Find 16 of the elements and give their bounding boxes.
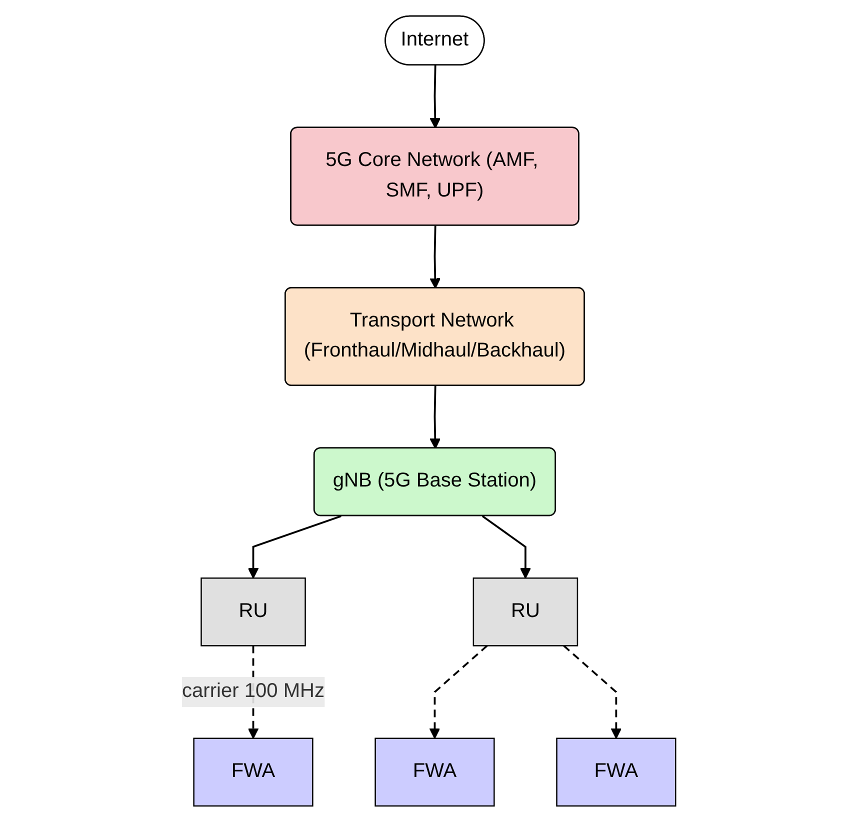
arrow	[430, 385, 441, 449]
arrow	[429, 644, 488, 738]
process-box: Transport Network (Fronthaul/Midhaul/Backhaul)	[284, 286, 586, 386]
arrow	[563, 644, 622, 738]
arrow	[482, 514, 532, 578]
ellipse-node: Internet	[384, 14, 485, 65]
arrow	[430, 225, 441, 288]
arrow	[248, 514, 342, 578]
terminal-box: FWA	[556, 737, 676, 806]
terminal-box: FWA	[374, 737, 495, 806]
radio-unit-box: RU	[200, 577, 306, 646]
process-box: gNB (5G Base Station)	[314, 446, 556, 516]
terminal-box: FWA	[193, 737, 314, 806]
arrow	[430, 64, 441, 128]
process-box: 5G Core Network (AMF, SMF, UPF)	[290, 126, 580, 226]
radio-unit-box: RU	[472, 577, 578, 646]
